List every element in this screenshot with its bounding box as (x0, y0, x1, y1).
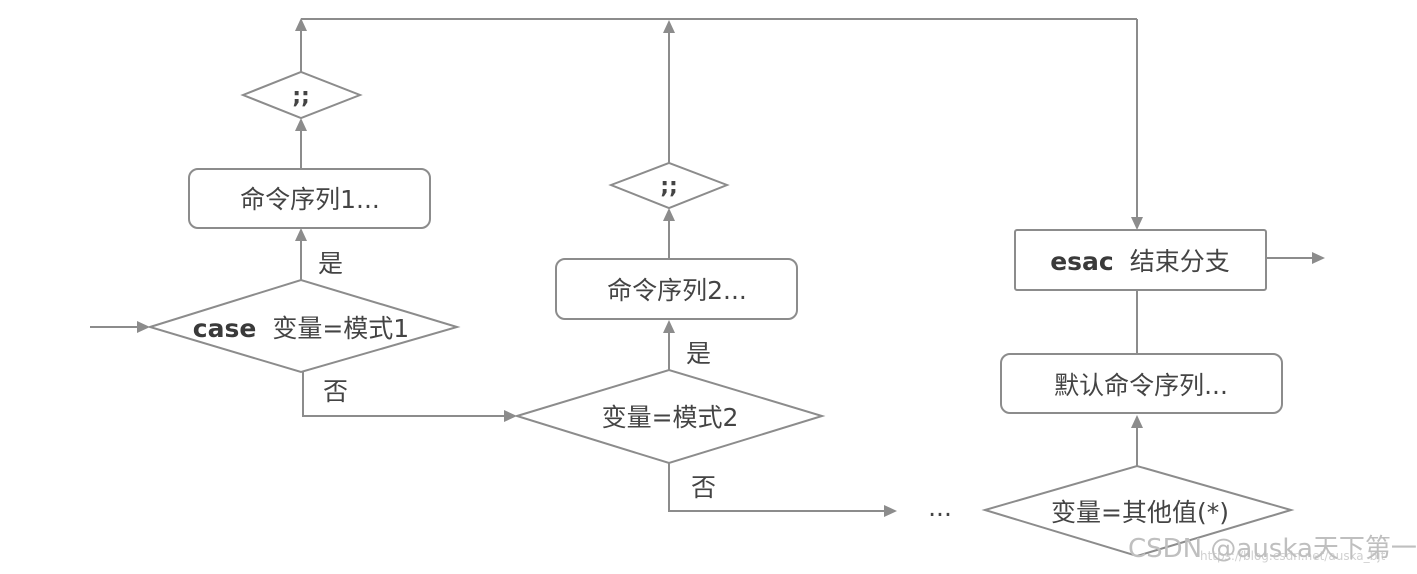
case-decision-text: case 变量=模式1 (193, 314, 409, 343)
yes-label-2: 是 (686, 339, 711, 368)
arrowheads (137, 18, 1325, 517)
decision-2-label: 变量=模式2 (602, 403, 739, 432)
separator-2: ;; (608, 161, 730, 210)
arrowhead-cmd2 (663, 320, 675, 333)
connectors (90, 18, 1312, 512)
command-sequence-2: 命令序列2... (555, 258, 798, 320)
no-label-2: 否 (691, 473, 716, 502)
watermark-url: https://blog.csdn.net/auska_bjt (1200, 549, 1386, 563)
default-decision-label: 变量=其他值(*) (1051, 498, 1229, 527)
yes-label-1: 是 (318, 249, 343, 278)
line-no2-to-ellipsis (668, 463, 884, 512)
arrowhead-default-cmd (1131, 415, 1143, 428)
arrowhead-top-middle (663, 20, 675, 33)
separator-1-label: ;; (292, 84, 310, 109)
arrowhead-cmd1 (295, 228, 307, 241)
line-no1-to-decision2 (302, 372, 505, 417)
arrowhead-top-left (295, 18, 307, 31)
arrowhead-esac-in (1131, 217, 1143, 230)
esac-node: esac 结束分支 (1014, 229, 1267, 291)
default-command: 默认命令序列... (1000, 353, 1283, 414)
no-label-1: 否 (323, 377, 348, 406)
command-sequence-1: 命令序列1... (188, 168, 431, 229)
watermark-text: CSDN @auska天下第一 (1128, 534, 1417, 564)
esac-keyword: esac (1050, 247, 1114, 276)
arrowhead-exit (1312, 252, 1325, 264)
arrowhead-ellipsis (884, 505, 897, 517)
arrowhead-sep2 (663, 208, 675, 221)
arrowhead-decision2 (504, 410, 517, 422)
esac-label: 结束分支 (1130, 247, 1230, 276)
default-decision: 变量=其他值(*) (981, 464, 1295, 558)
esac-text: esac 结束分支 (1050, 247, 1230, 276)
arrowhead-entry (137, 321, 150, 333)
ellipsis-label: ... (928, 493, 952, 522)
case-keyword: case (193, 314, 257, 343)
separator-2-label: ;; (660, 174, 678, 199)
arrowhead-sep1 (295, 118, 307, 131)
command-sequence-2-label: 命令序列2... (607, 276, 747, 305)
command-sequence-1-label: 命令序列1... (240, 185, 380, 214)
case-decision-label: 变量=模式1 (272, 314, 409, 343)
case-decision: case 变量=模式1 (146, 278, 461, 374)
default-command-label: 默认命令序列... (1054, 371, 1228, 400)
separator-1: ;; (240, 70, 363, 120)
decision-2: 变量=模式2 (513, 368, 826, 465)
